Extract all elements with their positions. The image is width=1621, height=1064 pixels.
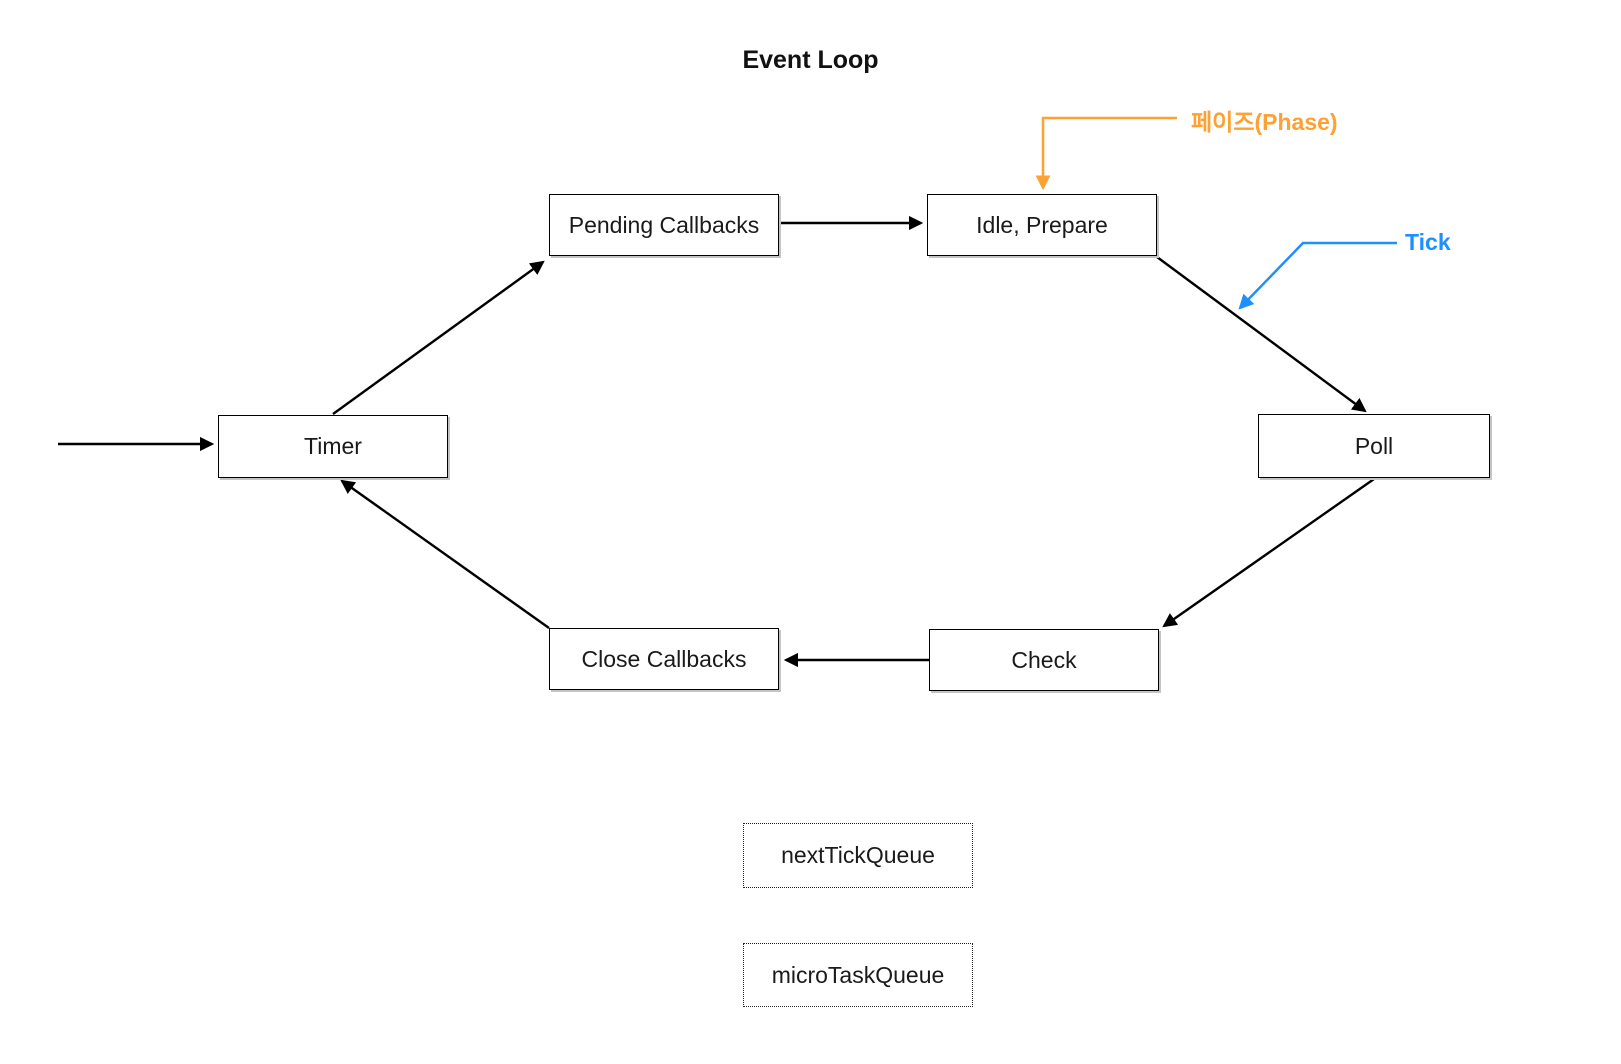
node-close-callbacks: Close Callbacks	[549, 628, 779, 690]
node-next-tick-queue-label: nextTickQueue	[781, 842, 935, 868]
node-pending-callbacks-label: Pending Callbacks	[568, 211, 760, 238]
node-pending-callbacks: Pending Callbacks	[549, 194, 779, 256]
node-micro-task-queue: microTaskQueue	[743, 943, 973, 1007]
arrow-close-callbacks-to-timer	[340, 479, 550, 629]
node-idle-prepare: Idle, Prepare	[927, 194, 1157, 256]
node-poll-label: Poll	[1354, 432, 1394, 459]
node-next-tick-queue: nextTickQueue	[743, 823, 973, 888]
node-close-callbacks-label: Close Callbacks	[581, 645, 747, 672]
diagram-title: Event Loop	[742, 46, 879, 74]
node-check: Check	[929, 629, 1159, 691]
node-micro-task-queue-label: microTaskQueue	[771, 961, 945, 988]
arrow-timer-to-pending-callbacks	[332, 260, 545, 415]
node-check-label: Check	[1011, 646, 1077, 673]
arrow-poll-to-check	[1162, 478, 1375, 628]
node-poll: Poll	[1258, 414, 1490, 478]
node-timer-label: Timer	[304, 433, 362, 459]
node-timer: Timer	[218, 415, 448, 478]
phase-annotation-label: 페이즈(Phase)	[1191, 109, 1338, 135]
node-idle-prepare-label: Idle, Prepare	[976, 211, 1108, 238]
tick-annotation-label: Tick	[1405, 229, 1451, 255]
phase-annotation-arrow	[1035, 116, 1177, 191]
tick-annotation-arrow	[1238, 241, 1397, 310]
arrow-idle-prepare-to-poll	[1156, 256, 1367, 413]
